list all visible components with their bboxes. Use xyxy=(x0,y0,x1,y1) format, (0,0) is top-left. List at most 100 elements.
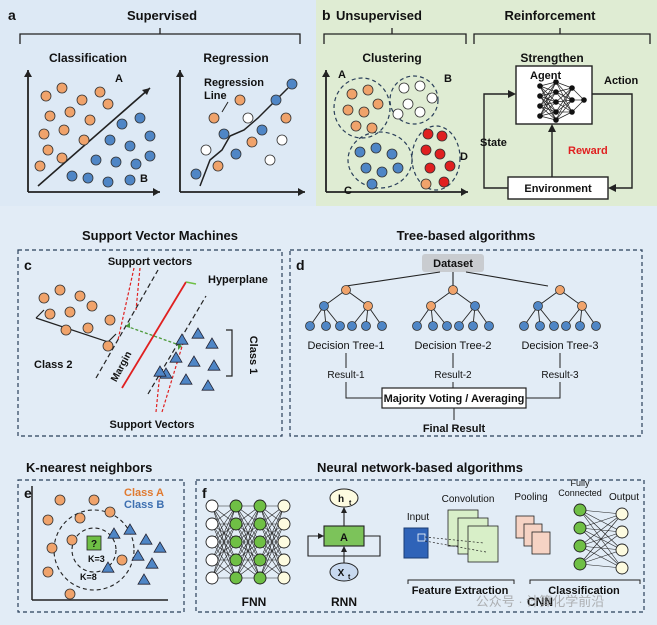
class-1-point xyxy=(169,351,183,363)
dataset-arrows xyxy=(345,271,549,287)
cnn-stage-brackets xyxy=(407,579,641,584)
agent-network-edge xyxy=(555,99,573,121)
knn-class-a-point xyxy=(88,494,100,506)
panel-b-letter: b xyxy=(322,7,331,23)
agent-network-edge xyxy=(555,91,573,101)
cluster-b-point xyxy=(392,108,404,120)
tree-leaf-node xyxy=(377,321,387,331)
class-2-point xyxy=(64,306,76,318)
class-a-point xyxy=(58,124,70,136)
classification-label-b: B xyxy=(140,173,148,185)
class-b-point xyxy=(104,134,116,146)
svm-title: Support Vector Machines xyxy=(82,228,238,243)
class-a-point xyxy=(56,152,68,164)
tree-leaf-node xyxy=(428,321,438,331)
cluster-c-point xyxy=(376,166,388,178)
regression-line-word-1: Regression xyxy=(204,77,264,89)
cluster-d-label: D xyxy=(460,151,468,163)
panel-c-frame xyxy=(17,249,283,437)
knn-class-a-point xyxy=(74,512,86,524)
class-a-point xyxy=(38,128,50,140)
knn-class-b-point xyxy=(145,557,159,569)
reinforcement-bracket xyxy=(473,28,651,44)
rnn-output-h: h xyxy=(338,494,344,505)
knn-class-b-point xyxy=(139,533,153,545)
fc-edge xyxy=(579,563,623,569)
knn-class-a-point xyxy=(64,588,76,600)
fnn-edge xyxy=(235,505,261,561)
dataset-box xyxy=(422,254,484,272)
regression-point xyxy=(218,128,230,140)
k8-label: K=8 xyxy=(80,572,97,582)
regression-point xyxy=(230,148,242,160)
state-arrowhead xyxy=(508,90,516,98)
tree-leaf-node xyxy=(535,321,545,331)
fc-edge xyxy=(579,531,623,565)
tree-leaf-node xyxy=(484,321,494,331)
fnn-edge xyxy=(235,523,261,579)
agent-network-edge xyxy=(539,81,557,107)
cluster-a-point xyxy=(366,122,378,134)
rnn-cell-label: A xyxy=(340,532,348,544)
knn-class-a-point xyxy=(54,494,66,506)
fnn-node xyxy=(253,553,267,567)
agent-network-edge xyxy=(571,99,585,113)
lower-background xyxy=(0,206,657,625)
fc-node xyxy=(573,503,587,517)
rnn-up-arrowhead-1 xyxy=(341,507,347,513)
fully-connected-layers xyxy=(573,503,629,575)
fnn-node xyxy=(205,553,219,567)
nn-title: Neural network-based algorithms xyxy=(317,460,523,475)
cnn-input-label: Input xyxy=(407,512,429,523)
panel-d-letter: d xyxy=(296,257,305,273)
fnn-node xyxy=(253,499,267,513)
fnn-label: FNN xyxy=(242,595,267,609)
regression-label: Regression xyxy=(203,51,268,65)
rnn-up-arrowhead-2 xyxy=(341,546,347,552)
agent-network-node xyxy=(569,109,575,115)
class-b-point xyxy=(124,140,136,152)
panel-b-background xyxy=(316,0,657,206)
knn-class-b-point xyxy=(107,527,121,539)
agent-network-edge xyxy=(555,101,573,113)
class-1-point xyxy=(207,359,221,371)
class-b-point xyxy=(134,112,146,124)
unsupervised-title: Unsupervised xyxy=(336,8,422,23)
agent-network-node xyxy=(537,93,543,99)
knn-class-a-point xyxy=(116,554,128,566)
regression-point xyxy=(234,94,246,106)
regression-point xyxy=(270,94,282,106)
panel-e: K-nearest neighbors e Class A Class B ? … xyxy=(17,460,185,613)
cluster-c-point xyxy=(370,142,382,154)
cluster-d-point xyxy=(424,162,436,174)
cluster-d-outline xyxy=(411,125,461,191)
class-b-point xyxy=(110,156,122,168)
cnn-label: CNN xyxy=(527,595,553,609)
class-1-label: Class 1 xyxy=(247,336,259,375)
class-b-point xyxy=(130,158,142,170)
fc-edge xyxy=(579,513,623,565)
agent-network-edge xyxy=(539,91,557,117)
voting-label: Majority Voting / Averaging xyxy=(384,393,525,405)
pooling-map xyxy=(531,531,551,555)
agent-network-edge xyxy=(539,85,557,121)
panel-d-frame xyxy=(289,249,643,437)
class-2-point xyxy=(86,300,98,312)
cluster-c-point xyxy=(386,148,398,160)
tree-2-label: Decision Tree-2 xyxy=(414,340,491,352)
reward-label: Reward xyxy=(568,145,608,157)
agent-network-node xyxy=(537,103,543,109)
cluster-b-point xyxy=(414,106,426,118)
tree-leaf-node xyxy=(361,321,371,331)
agent-network-edge xyxy=(539,101,557,117)
knn-title: K-nearest neighbors xyxy=(26,460,152,475)
cluster-c-point xyxy=(392,162,404,174)
pooling-label: Pooling xyxy=(514,492,547,503)
cluster-c-point xyxy=(366,178,378,190)
fnn-node xyxy=(253,535,267,549)
tree-inner-node xyxy=(426,301,436,311)
fnn-node xyxy=(277,553,291,567)
fnn-node xyxy=(229,499,243,513)
fnn-edge xyxy=(235,505,261,579)
cluster-b-point xyxy=(414,80,426,92)
